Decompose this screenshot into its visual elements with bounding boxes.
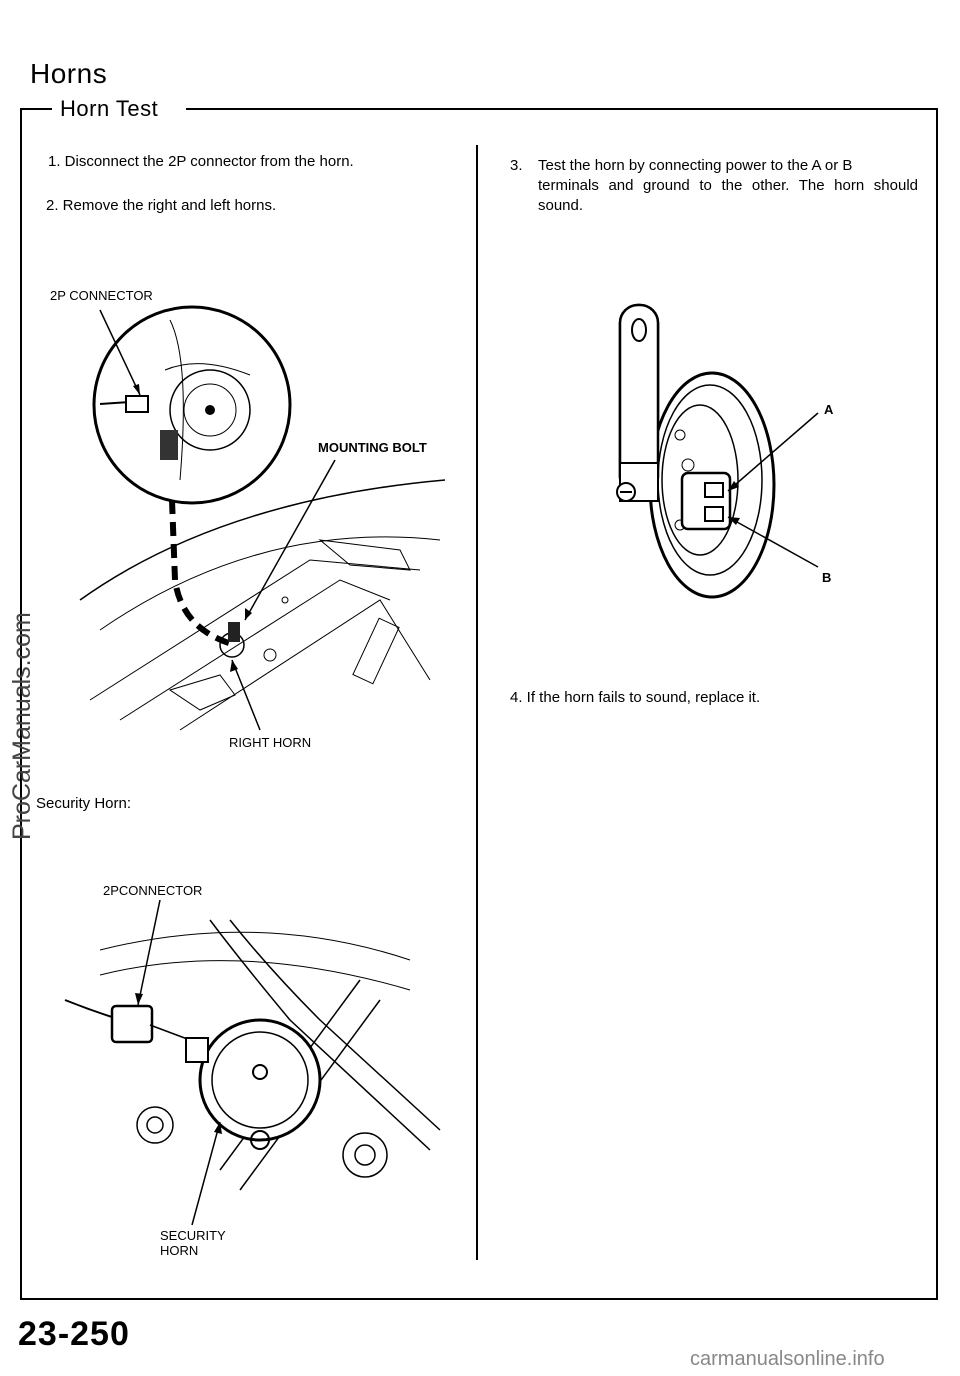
label-terminal-b: B <box>822 570 832 585</box>
column-divider <box>476 145 478 1260</box>
step-3: 3. Test the horn by connecting power to t… <box>510 156 918 216</box>
section-title: Horn Test <box>60 96 171 122</box>
label-2p-connector-security: 2PCONNECTOR <box>103 883 203 898</box>
right-horn-illustration <box>79 305 446 731</box>
side-watermark: ProCarManuals.com <box>8 612 36 840</box>
page-title: Horns <box>30 58 108 89</box>
horn-terminals-illustration <box>616 303 819 599</box>
step-4: 4. If the horn fails to sound, replace i… <box>510 689 761 706</box>
page-number: 23-250 <box>18 1315 130 1353</box>
step-2: 2. Remove the right and left horns. <box>46 197 277 214</box>
step-3-number: 3. <box>510 157 523 174</box>
frame-top-right <box>186 108 936 110</box>
step-1: 1. Disconnect the 2P connector from the … <box>48 153 354 170</box>
step-3-line1: Test the horn by connecting power to the… <box>538 157 853 174</box>
security-horn-heading: Security Horn: <box>36 795 132 812</box>
site-watermark: carmanualsonline.info <box>690 1348 885 1370</box>
step-3-continuation: terminals and ground to the other. The h… <box>538 177 918 214</box>
label-mounting-bolt: MOUNTING BOLT <box>318 440 427 455</box>
label-right-horn: RIGHT HORN <box>229 735 312 750</box>
label-terminal-a: A <box>824 402 834 417</box>
label-security-horn: SECURITY HORN <box>160 1228 226 1258</box>
frame-top-left <box>20 108 52 110</box>
content-frame <box>20 108 938 1300</box>
security-horn-illustration <box>64 900 441 1226</box>
label-2p-connector: 2P CONNECTOR <box>50 288 153 303</box>
